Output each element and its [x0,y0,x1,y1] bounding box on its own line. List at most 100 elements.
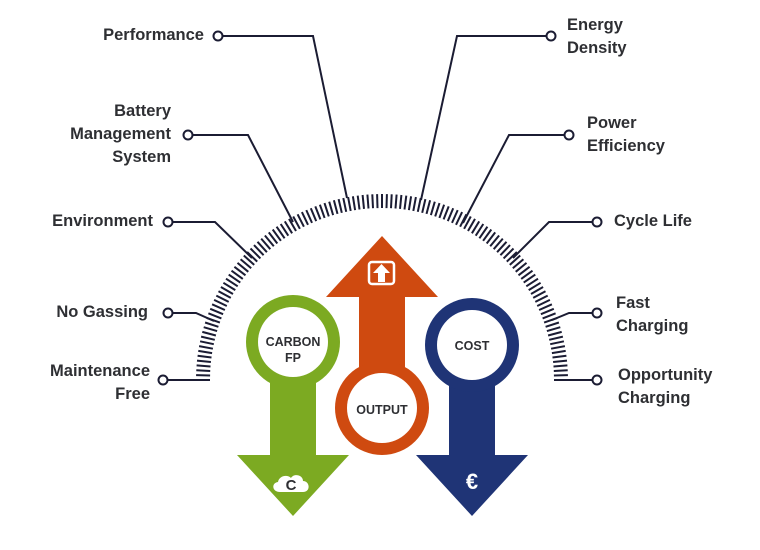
tick-mark [396,195,397,209]
tick-mark [197,365,211,366]
tick-mark [325,203,329,216]
label-power-efficiency: Power Efficiency [587,112,665,158]
carbon-fp-arrow: CARBON FP C [237,295,349,516]
connector-environment [168,222,252,258]
tick-mark [553,356,567,358]
tick-mark [431,202,435,215]
tick-mark [343,198,346,212]
tick-mark [208,313,221,318]
tick-mark [444,206,449,219]
tick-mark [391,194,392,208]
tick-mark [205,323,218,327]
tick-mark [339,199,342,213]
cost-arrow-shape [416,383,528,516]
output-arrow-shape [326,236,438,375]
connector-dot-energy-density [547,32,556,41]
connector-cycle-life [513,222,597,258]
tick-mark [409,196,411,210]
connector-power-efficiency [463,135,569,223]
connector-dot-environment [164,218,173,227]
tick-mark [202,332,216,336]
connector-dot-performance [214,32,223,41]
connector-dot-fast-charging [593,309,602,318]
tick-mark [418,198,421,212]
euro-icon: € [466,469,478,494]
label-text: Performance [103,24,204,47]
tick-mark [311,208,316,221]
label-performance: Performance [103,24,204,47]
tick-mark [320,205,325,218]
svg-text:C: C [286,477,297,494]
carbon-fp-label-line-2: FP [285,351,301,365]
tick-mark [550,341,564,344]
label-text: No Gassing [56,301,148,324]
tick-mark [358,196,360,210]
label-text: Environment [52,210,153,233]
tick-mark [204,327,217,331]
connector-dot-opportunity-charging [593,376,602,385]
carbon-fp-label-line-1: CARBON [266,335,321,349]
connector-fast-charging [552,313,597,320]
cost-label: COST [455,339,490,353]
tick-mark [200,341,214,344]
tick-mark [210,309,223,314]
tick-mark [551,346,565,349]
label-text: Fast [616,292,688,315]
output-label: OUTPUT [356,403,408,417]
tick-mark [348,197,351,211]
label-cycle-life: Cycle Life [614,210,692,233]
tick-mark [553,361,567,362]
label-text: Battery [70,100,171,123]
label-text: Management [70,123,171,146]
tick-mark [413,197,416,211]
tick-mark [198,356,212,358]
tick-mark [448,208,453,221]
label-text: Maintenance [50,360,150,383]
label-opportunity-charging: Opportunity Charging [618,364,712,410]
tick-mark [197,361,211,362]
tick-mark [334,200,338,214]
connector-performance [218,36,347,198]
label-energy-density: Energy Density [567,14,627,60]
label-fast-charging: Fast Charging [616,292,688,338]
tick-mark [548,332,562,336]
label-text: Cycle Life [614,210,692,233]
label-text: Energy [567,14,627,37]
carbon-fp-arrow-shape [237,380,349,516]
label-maintenance-free: Maintenance Free [50,360,150,406]
tick-mark [353,196,355,210]
label-text: Charging [618,387,712,410]
tick-mark [315,206,320,219]
tick-mark [547,327,560,331]
tick-mark [549,337,563,340]
tick-mark [329,202,333,215]
tick-mark [427,200,431,214]
label-text: Opportunity [618,364,712,387]
tick-mark [363,195,364,209]
tick-mark [400,195,401,209]
label-text: Efficiency [587,135,665,158]
tick-mark [196,370,210,371]
connector-dot-no-gassing [164,309,173,318]
tick-mark [552,351,566,353]
tick-mark [546,323,559,327]
label-environment: Environment [52,210,153,233]
connector-battery-management-system [188,135,293,222]
connector-dot-cycle-life [593,218,602,227]
label-text: Density [567,37,627,60]
connector-energy-density [421,36,551,200]
label-battery-management-system: Battery Management System [70,100,171,169]
label-text: Free [50,383,150,406]
label-text: Charging [616,315,688,338]
cost-arrow: COST € [416,298,528,516]
output-arrow: OUTPUT [326,236,438,455]
tick-mark [541,309,554,314]
tick-mark [543,313,556,318]
tick-mark [405,196,407,210]
connector-dot-maintenance-free [159,376,168,385]
tick-mark [199,346,213,349]
tick-mark [198,351,212,353]
tick-mark [201,337,215,340]
